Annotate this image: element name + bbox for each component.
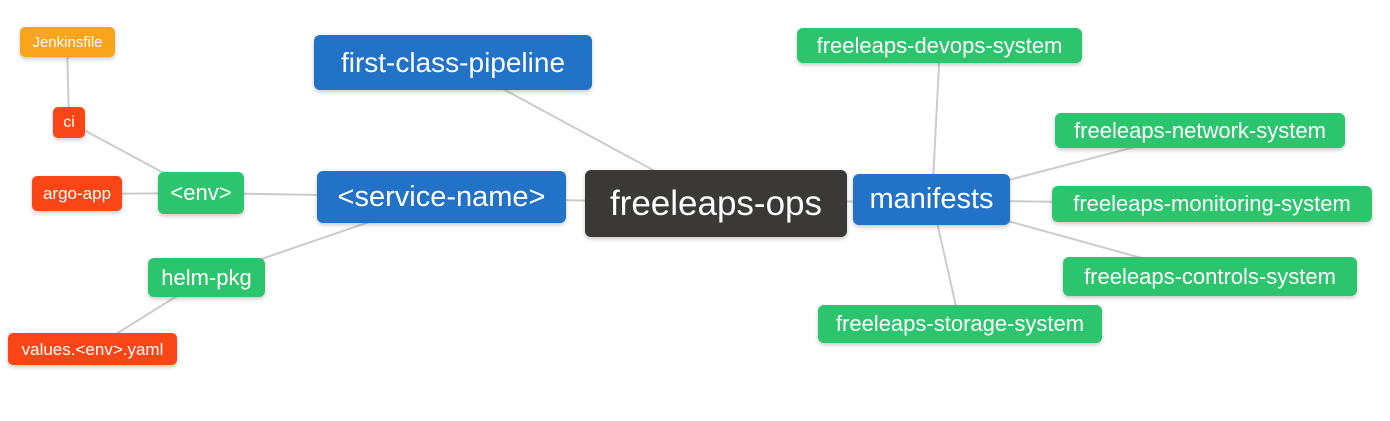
node-argo-app[interactable]: argo-app bbox=[32, 176, 122, 211]
node-freeleaps-ops-root[interactable]: freeleaps-ops bbox=[585, 170, 847, 237]
node-first-class-pipeline[interactable]: first-class-pipeline bbox=[314, 35, 592, 90]
node-env[interactable]: <env> bbox=[158, 172, 244, 214]
node-values-env-yaml[interactable]: values.<env>.yaml bbox=[8, 333, 177, 365]
node-freeleaps-controls-system[interactable]: freeleaps-controls-system bbox=[1063, 257, 1357, 296]
node-jenkinsfile[interactable]: Jenkinsfile bbox=[20, 27, 115, 57]
node-freeleaps-monitoring-system[interactable]: freeleaps-monitoring-system bbox=[1052, 186, 1372, 222]
node-service-name[interactable]: <service-name> bbox=[317, 171, 566, 223]
node-helm-pkg[interactable]: helm-pkg bbox=[148, 258, 265, 297]
node-ci[interactable]: ci bbox=[53, 107, 85, 138]
node-freeleaps-storage-system[interactable]: freeleaps-storage-system bbox=[818, 305, 1102, 343]
node-freeleaps-network-system[interactable]: freeleaps-network-system bbox=[1055, 113, 1345, 148]
node-manifests[interactable]: manifests bbox=[853, 174, 1010, 225]
node-freeleaps-devops-system[interactable]: freeleaps-devops-system bbox=[797, 28, 1082, 63]
